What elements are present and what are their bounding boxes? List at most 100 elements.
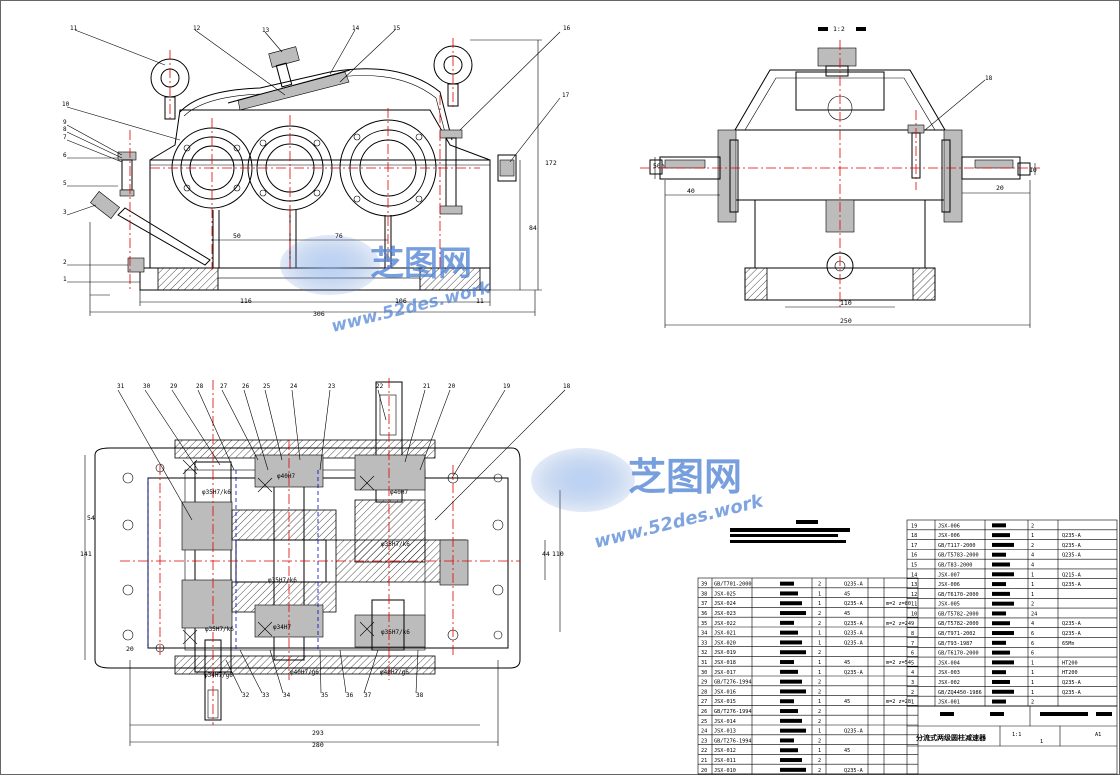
fit-label: φ40H7/g6 bbox=[380, 669, 409, 676]
redacted-name bbox=[780, 630, 798, 635]
parts-row-number: 37 bbox=[701, 601, 707, 607]
dimension-label: 44 bbox=[542, 550, 550, 558]
parts-row-qty: 1 bbox=[818, 631, 821, 637]
dimension-label: 280 bbox=[312, 741, 324, 749]
parts-row-code: GB/T276-1994 bbox=[714, 680, 751, 686]
part-label: 30 bbox=[143, 383, 151, 390]
parts-row-number: 39 bbox=[701, 582, 707, 588]
redacted-name bbox=[992, 699, 1006, 704]
parts-row-code: JSX-025 bbox=[714, 591, 736, 597]
parts-row-qty: 2 bbox=[818, 650, 821, 656]
parts-row-code: GB/T276-1994 bbox=[714, 738, 751, 744]
part-label: 25 bbox=[263, 383, 271, 390]
part-label: 28 bbox=[196, 383, 204, 390]
part-label: 31 bbox=[117, 383, 125, 390]
parts-row-code: JSX-006 bbox=[938, 523, 960, 529]
parts-row-code: JSX-005 bbox=[938, 602, 960, 608]
parts-row-number: 24 bbox=[701, 729, 707, 735]
part-label: 12 bbox=[193, 25, 201, 32]
dimension-label: 50 bbox=[233, 232, 241, 240]
parts-row-number: 7 bbox=[911, 641, 914, 647]
dimension-label: 172 bbox=[545, 159, 557, 167]
parts-row-code: JSX-001 bbox=[938, 700, 960, 706]
fit-label: φ35H7/k6 bbox=[381, 629, 410, 636]
parts-row-number: 16 bbox=[911, 553, 917, 559]
parts-row-number: 1 bbox=[911, 700, 914, 706]
parts-row-number: 12 bbox=[911, 592, 917, 598]
parts-row-code: JSX-022 bbox=[714, 621, 736, 627]
dimension-label: 50h bbox=[653, 162, 665, 170]
side-view-title: 1:2 bbox=[833, 25, 845, 33]
part-label: 16 bbox=[563, 25, 571, 32]
parts-row-code: GB/T276-1994 bbox=[714, 709, 751, 715]
fit-label: φ35H7/k6 bbox=[205, 626, 234, 633]
parts-row-code: GB/T5783-2000 bbox=[938, 553, 979, 559]
parts-row-number: 23 bbox=[701, 738, 707, 744]
dimension-label: 11 bbox=[476, 297, 484, 305]
parts-row-material: Q235-A bbox=[1062, 680, 1082, 686]
parts-row-number: 8 bbox=[911, 631, 914, 637]
parts-row-material: Q235-A bbox=[844, 621, 864, 627]
parts-row-number: 33 bbox=[701, 640, 707, 646]
dimension-label: 110 bbox=[840, 299, 852, 307]
redacted-name bbox=[992, 572, 1014, 577]
count-value: 1 bbox=[1040, 739, 1043, 745]
parts-row-material: Q235-A bbox=[1062, 631, 1082, 637]
fit-label: φ34H7 bbox=[273, 624, 291, 631]
parts-row-material: Q235-A bbox=[1062, 543, 1082, 549]
redacted-name bbox=[780, 650, 806, 655]
dimension-label: 84 bbox=[529, 224, 537, 232]
fit-label: φ35H7/k6 bbox=[268, 577, 297, 584]
fit-label: φ40H7 bbox=[277, 473, 295, 480]
dimension-label: 306 bbox=[313, 310, 325, 318]
parts-row-material: Q235-A bbox=[1062, 621, 1082, 627]
redacted-name bbox=[780, 611, 806, 616]
part-label: 14 bbox=[352, 25, 360, 32]
parts-row-note: m=2 z=80 bbox=[886, 601, 911, 607]
fit-label: φ34H7/g6 bbox=[204, 672, 233, 679]
parts-row-code: JSX-010 bbox=[714, 768, 736, 774]
watermark-2: 芝图网 www.52des.work bbox=[531, 448, 766, 553]
parts-row-code: JSX-004 bbox=[938, 660, 960, 666]
parts-row-code: JSX-017 bbox=[714, 670, 736, 676]
parts-row-material: Q235-A bbox=[844, 582, 864, 588]
part-label: 22 bbox=[376, 383, 384, 390]
parts-row-number: 13 bbox=[911, 582, 917, 588]
redacted-name bbox=[992, 679, 1010, 684]
parts-row-number: 6 bbox=[911, 651, 914, 657]
part-label: 10 bbox=[62, 101, 70, 108]
redacted-name bbox=[992, 591, 1010, 596]
parts-row-code: GB/T5782-2000 bbox=[938, 611, 979, 617]
parts-row-code: JSX-012 bbox=[714, 748, 736, 754]
parts-row-code: JSX-013 bbox=[714, 729, 736, 735]
parts-row-code: GB/T93-1987 bbox=[938, 641, 972, 647]
parts-row-code: GB/T701-2000 bbox=[714, 582, 751, 588]
parts-row-code: JSX-006 bbox=[938, 582, 960, 588]
parts-row-number: 14 bbox=[911, 572, 917, 578]
parts-row-qty: 2 bbox=[818, 582, 821, 588]
parts-row-qty: 2 bbox=[1031, 523, 1034, 529]
parts-row-number: 2 bbox=[911, 690, 914, 696]
parts-row-material: 45 bbox=[844, 591, 850, 597]
parts-row-note: m=2 z=28 bbox=[886, 699, 911, 705]
part-label: 13 bbox=[262, 27, 270, 34]
parts-row-qty: 6 bbox=[1031, 641, 1034, 647]
parts-row-material: Q215-A bbox=[1062, 572, 1082, 578]
parts-row-qty: 24 bbox=[1031, 611, 1037, 617]
parts-row-qty: 1 bbox=[1031, 680, 1034, 686]
redacted-name bbox=[780, 728, 806, 733]
part-labels: 1112131415161098765321175076116106113068… bbox=[62, 25, 1037, 749]
fit-label: φ40H7 bbox=[390, 489, 408, 496]
parts-row-qty: 2 bbox=[1031, 543, 1034, 549]
part-label: 37 bbox=[364, 692, 372, 699]
parts-row-number: 15 bbox=[911, 563, 917, 569]
redacted-name bbox=[992, 562, 1010, 567]
parts-row-qty: 6 bbox=[1031, 631, 1034, 637]
parts-row-code: GB/T971-2002 bbox=[938, 631, 975, 637]
redacted-name bbox=[780, 718, 802, 723]
parts-row-qty: 2 bbox=[818, 738, 821, 744]
dimension-label: 293 bbox=[312, 729, 324, 737]
parts-row-material: Q235-A bbox=[1062, 690, 1082, 696]
